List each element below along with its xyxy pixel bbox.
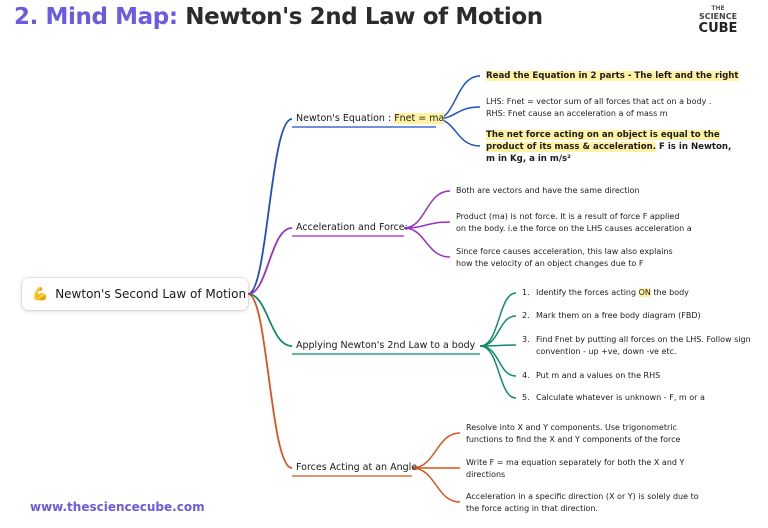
b3-step-3-number: 3. (522, 335, 530, 344)
b4-leaf-2-line-1: Write F = ma equation separately for bot… (466, 458, 685, 467)
b4-leaf-1-line-1: Resolve into X and Y components. Use tri… (466, 423, 677, 432)
branch-1-equation: Fnet = ma (394, 113, 445, 124)
b3-step-5: 5. Calculate whatever is unknown - F, m o… (522, 392, 705, 404)
flexed-biceps-icon: 💪 (32, 286, 49, 302)
b2-leaf-1: Both are vectors and have the same direc… (456, 185, 640, 197)
website-link[interactable]: www.thesciencecube.com (30, 500, 205, 514)
b3-step-1: 1. Identify the forces acting ON the body (522, 287, 689, 299)
b2-leaf-2-line-2: on the body. i.e the force on the LHS ca… (456, 223, 692, 233)
b1-leaf-3-line-2b: F is in Newton, (655, 142, 732, 152)
page-title: 2. Mind Map: Newton's 2nd Law of Motion (14, 4, 543, 38)
branch-4-label: Forces Acting at an Angle (296, 462, 418, 473)
b1-leaf-1-text: Read the Equation in 2 parts - The left … (486, 71, 739, 81)
b4-leaf-2-line-2: directions (466, 469, 506, 479)
b2-leaf-3-line-2: how the velocity of an object changes du… (456, 258, 644, 268)
b2-leaf-2: Product (ma) is not force. It is a resul… (456, 211, 692, 234)
b1-leaf-2: LHS: Fnet = vector sum of all forces tha… (486, 96, 711, 119)
connector-root-branch-1 (247, 118, 293, 295)
connector-root-branch-2 (247, 227, 293, 295)
root-label: Newton's Second Law of Motion (55, 287, 247, 301)
connector-b2-leaf-3 (403, 227, 451, 258)
b1-leaf-2-line-2: RHS: Fnet cause an acceleration a of mas… (486, 108, 668, 118)
b4-leaf-3-line-1: Acceleration in a specific direction (X … (466, 492, 699, 501)
site-logo: THE SCIENCE CUBE (696, 6, 740, 40)
b3-step-5-text: Calculate whatever is unknown - F, m or … (536, 393, 705, 402)
connector-b2-leaf-1 (403, 190, 451, 229)
connector-root-branch-4 (247, 293, 293, 469)
b4-leaf-1-line-2: functions to find the X and Y components… (466, 434, 681, 444)
b2-leaf-1-text: Both are vectors and have the same direc… (456, 186, 640, 195)
b4-leaf-2: Write F = ma equation separately for bot… (466, 457, 684, 480)
b2-leaf-3-line-1: Since force causes acceleration, this la… (456, 247, 673, 256)
b3-step-4: 4. Put m and a values on the RHS (522, 370, 660, 382)
connector-b3-step-5 (479, 345, 517, 399)
b4-leaf-3-line-2: the force acting in that direction. (466, 503, 598, 513)
b3-step-1-number: 1. (522, 288, 530, 297)
b3-step-2: 2. Mark them on a free body diagram (FBD) (522, 310, 701, 322)
root-node: 💪 Newton's Second Law of Motion (22, 278, 248, 310)
connector-b3-step-1 (479, 292, 517, 347)
connector-b4-leaf-1 (411, 432, 461, 469)
b1-leaf-3-line-2: product of its mass & acceleration. (486, 142, 656, 152)
b2-leaf-2-line-1: Product (ma) is not force. It is a resul… (456, 212, 680, 221)
b3-step-1-highlight: ON (638, 288, 651, 297)
connector-b3-step-2 (479, 315, 517, 347)
branch-newtons-equation: Newton's Equation : Fnet = ma (296, 112, 445, 126)
branch-2-label: Acceleration and Force: (296, 222, 408, 233)
title-text: Newton's 2nd Law of Motion (185, 4, 543, 30)
b3-step-4-text: Put m and a values on the RHS (536, 371, 661, 380)
b1-leaf-2-line-1: LHS: Fnet = vector sum of all forces tha… (486, 97, 712, 106)
b3-step-3: 3. Find Fnet by putting all forces on the… (522, 334, 751, 357)
connector-b4-leaf-3 (411, 467, 461, 503)
b3-step-2-text: Mark them on a free body diagram (FBD) (536, 311, 701, 320)
b3-step-3-line-1: Find Fnet by putting all forces on the L… (536, 335, 751, 344)
b2-leaf-3: Since force causes acceleration, this la… (456, 246, 673, 269)
title-prefix: 2. Mind Map: (14, 4, 178, 30)
b3-step-2-number: 2. (522, 311, 530, 320)
b4-leaf-3: Acceleration in a specific direction (X … (466, 491, 699, 514)
branch-applying-law: Applying Newton's 2nd Law to a body (296, 339, 475, 353)
connector-root-branch-3 (247, 293, 293, 347)
b4-leaf-1: Resolve into X and Y components. Use tri… (466, 422, 680, 445)
branch-forces-angle: Forces Acting at an Angle (296, 461, 417, 475)
b3-step-4-number: 4. (522, 371, 530, 380)
b3-step-3-line-2: convention - up +ve, down -ve etc. (536, 346, 677, 356)
logo-line-1: THE (711, 5, 725, 12)
b1-leaf-3: The net force acting on an object is equ… (486, 129, 731, 165)
b3-step-1-text: Identify the forces acting (536, 288, 639, 297)
b1-leaf-3-line-1: The net force acting on an object is equ… (486, 130, 720, 140)
connector-b2-leaf-2 (403, 221, 451, 229)
logo-line-3: CUBE (698, 21, 738, 36)
b3-step-5-number: 5. (522, 393, 530, 402)
b1-leaf-3-line-3: m in Kg, a in m/s² (486, 154, 571, 164)
logo-line-2: SCIENCE (698, 12, 738, 21)
branch-acceleration-force: Acceleration and Force: (296, 221, 408, 235)
b1-leaf-1: Read the Equation in 2 parts - The left … (486, 70, 739, 82)
branch-3-label: Applying Newton's 2nd Law to a body (296, 340, 476, 351)
b3-step-1-text-end: the body (650, 288, 689, 297)
branch-1-label: Newton's Equation : (296, 113, 395, 124)
